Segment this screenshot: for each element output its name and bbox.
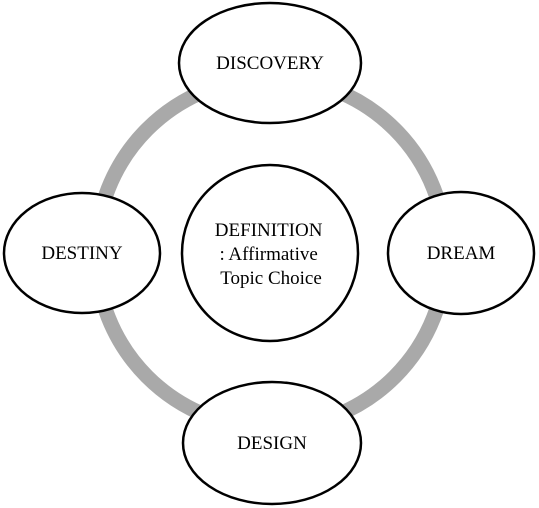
- center-node: DEFINITION : Affirmative Topic Choice: [180, 163, 360, 343]
- design-ellipse: [181, 380, 363, 506]
- dream-node: DREAM: [386, 190, 536, 316]
- svg-text:DEFINITION : Affirmative: DEFINITION : Affirmative Topic Choice: [215, 220, 327, 289]
- center-label-line-3: Topic Choice: [220, 268, 322, 289]
- center-circle: [180, 163, 360, 343]
- discovery-label: DISCOVERY: [216, 53, 324, 74]
- destiny-label: DESTINY: [41, 243, 123, 264]
- dream-label: DREAM: [427, 243, 496, 264]
- discovery-ellipse: [177, 1, 363, 125]
- destiny-node: DESTINY: [2, 191, 162, 315]
- center-label-line-1: DEFINITION: [215, 220, 323, 241]
- dream-ellipse: [386, 190, 536, 316]
- destiny-ellipse: [2, 191, 162, 315]
- discovery-node: DISCOVERY: [177, 1, 363, 125]
- design-label: DESIGN: [237, 433, 307, 454]
- center-label-line-2: : Affirmative: [219, 244, 317, 265]
- design-node: DESIGN: [181, 380, 363, 506]
